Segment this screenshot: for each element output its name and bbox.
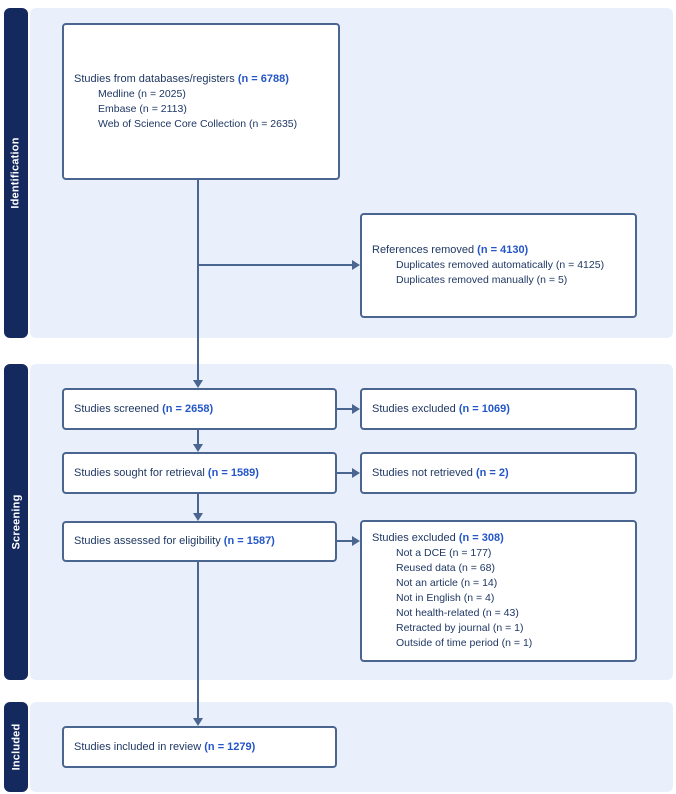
box-count: (n = 1587) [223,535,275,547]
box-title: Studies sought for retrieval (n = 1589) [74,466,329,481]
box-count: (n = 2) [475,466,509,479]
box-label: Studies sought for retrieval [74,466,208,479]
screening-sidebar-label: Screening [10,494,22,550]
box-detail-item: Not health-related (n = 43) [396,607,519,619]
box-studies-screened: Studies screened (n = 2658) [62,388,337,430]
box-title: Studies excluded (n = 1069) [372,402,629,417]
box-title: Studies screened (n = 2658) [74,402,329,417]
box-references-removed: References removed (n = 4130) Duplicates… [360,213,637,318]
box-studies-excluded-screening: Studies excluded (n = 1069) [360,388,637,430]
box-label: Studies not retrieved [372,466,476,479]
box-detail-item: Medline (n = 2025) [98,87,186,100]
box-detail-item: Not an article (n = 14) [396,577,498,589]
arrow-screened-to-excluded-head-icon [352,404,360,414]
arrow-screened-to-excluded-line [337,408,352,410]
identification-sidebar-bar: Identification [4,8,28,338]
box-studies-not-retrieved: Studies not retrieved (n = 2) [360,452,637,494]
arrow-to-references-removed-line [197,264,352,266]
arrow-sought-to-not-retrieved-head-icon [352,468,360,478]
box-count: (n = 308) [458,532,504,544]
box-label: Studies included in review [74,740,205,753]
box-detail-item: Not a DCE (n = 177) [396,547,492,559]
box-studies-from-databases: Studies from databases/registers (n = 67… [62,23,340,180]
box-title: Studies not retrieved (n = 2) [372,466,629,481]
included-sidebar-bar: Included [4,702,28,792]
box-count: (n = 6788) [237,72,289,85]
arrow-screened-to-sought-line [197,430,199,445]
box-count: (n = 1589) [207,466,259,479]
box-detail-item: Not in English (n = 4) [396,592,495,604]
box-count: (n = 1069) [458,402,510,415]
included-sidebar-label: Included [10,723,23,771]
box-detail-item: Reused data (n = 68) [396,562,495,574]
box-title: Studies included in review (n = 1279) [74,740,329,755]
box-label: Studies from databases/registers [74,72,238,85]
arrow-databases-to-screened-line [197,180,199,381]
box-detail-item: Outside of time period (n = 1) [396,637,533,649]
box-label: Studies assessed for eligibility [74,535,224,547]
box-studies-assessed-eligibility: Studies assessed for eligibility (n = 15… [62,521,337,562]
box-label: Studies screened [74,402,163,415]
box-count: (n = 4130) [477,244,529,256]
box-detail-item: Duplicates removed automatically (n = 41… [396,259,605,271]
identification-sidebar-label: Identification [10,137,22,209]
arrow-sought-to-not-retrieved-line [337,472,352,474]
screening-sidebar-bar: Screening [4,364,28,680]
box-studies-sought-retrieval: Studies sought for retrieval (n = 1589) [62,452,337,494]
box-label: Studies excluded [372,532,459,544]
arrow-assessed-to-included-head-icon [193,718,203,726]
box-title: Studies excluded (n = 308) [372,531,629,546]
box-studies-excluded-eligibility: Studies excluded (n = 308) Not a DCE (n … [360,520,637,662]
arrow-assessed-to-included-line [197,562,199,719]
arrow-sought-to-assessed-head-icon [193,513,203,521]
arrow-databases-to-screened-head-icon [193,380,203,388]
box-studies-included-review: Studies included in review (n = 1279) [62,726,337,768]
box-count: (n = 2658) [162,402,214,415]
box-detail-item: Duplicates removed manually (n = 5) [396,274,568,286]
box-label: References removed [372,244,478,256]
box-count: (n = 1279) [204,740,256,753]
box-title: Studies assessed for eligibility (n = 15… [74,534,329,549]
box-detail-item: Web of Science Core Collection (n = 2635… [98,117,298,130]
arrow-assessed-to-excluded-line [337,540,352,542]
arrow-screened-to-sought-head-icon [193,444,203,452]
box-title: References removed (n = 4130) [372,243,629,258]
box-label: Studies excluded [372,402,459,415]
arrow-assessed-to-excluded-head-icon [352,536,360,546]
box-detail-item: Embase (n = 2113) [98,102,187,115]
box-title: Studies from databases/registers (n = 67… [74,72,332,87]
arrow-sought-to-assessed-line [197,494,199,513]
arrow-to-references-removed-head-icon [352,260,360,270]
box-detail-item: Retracted by journal (n = 1) [396,622,524,634]
